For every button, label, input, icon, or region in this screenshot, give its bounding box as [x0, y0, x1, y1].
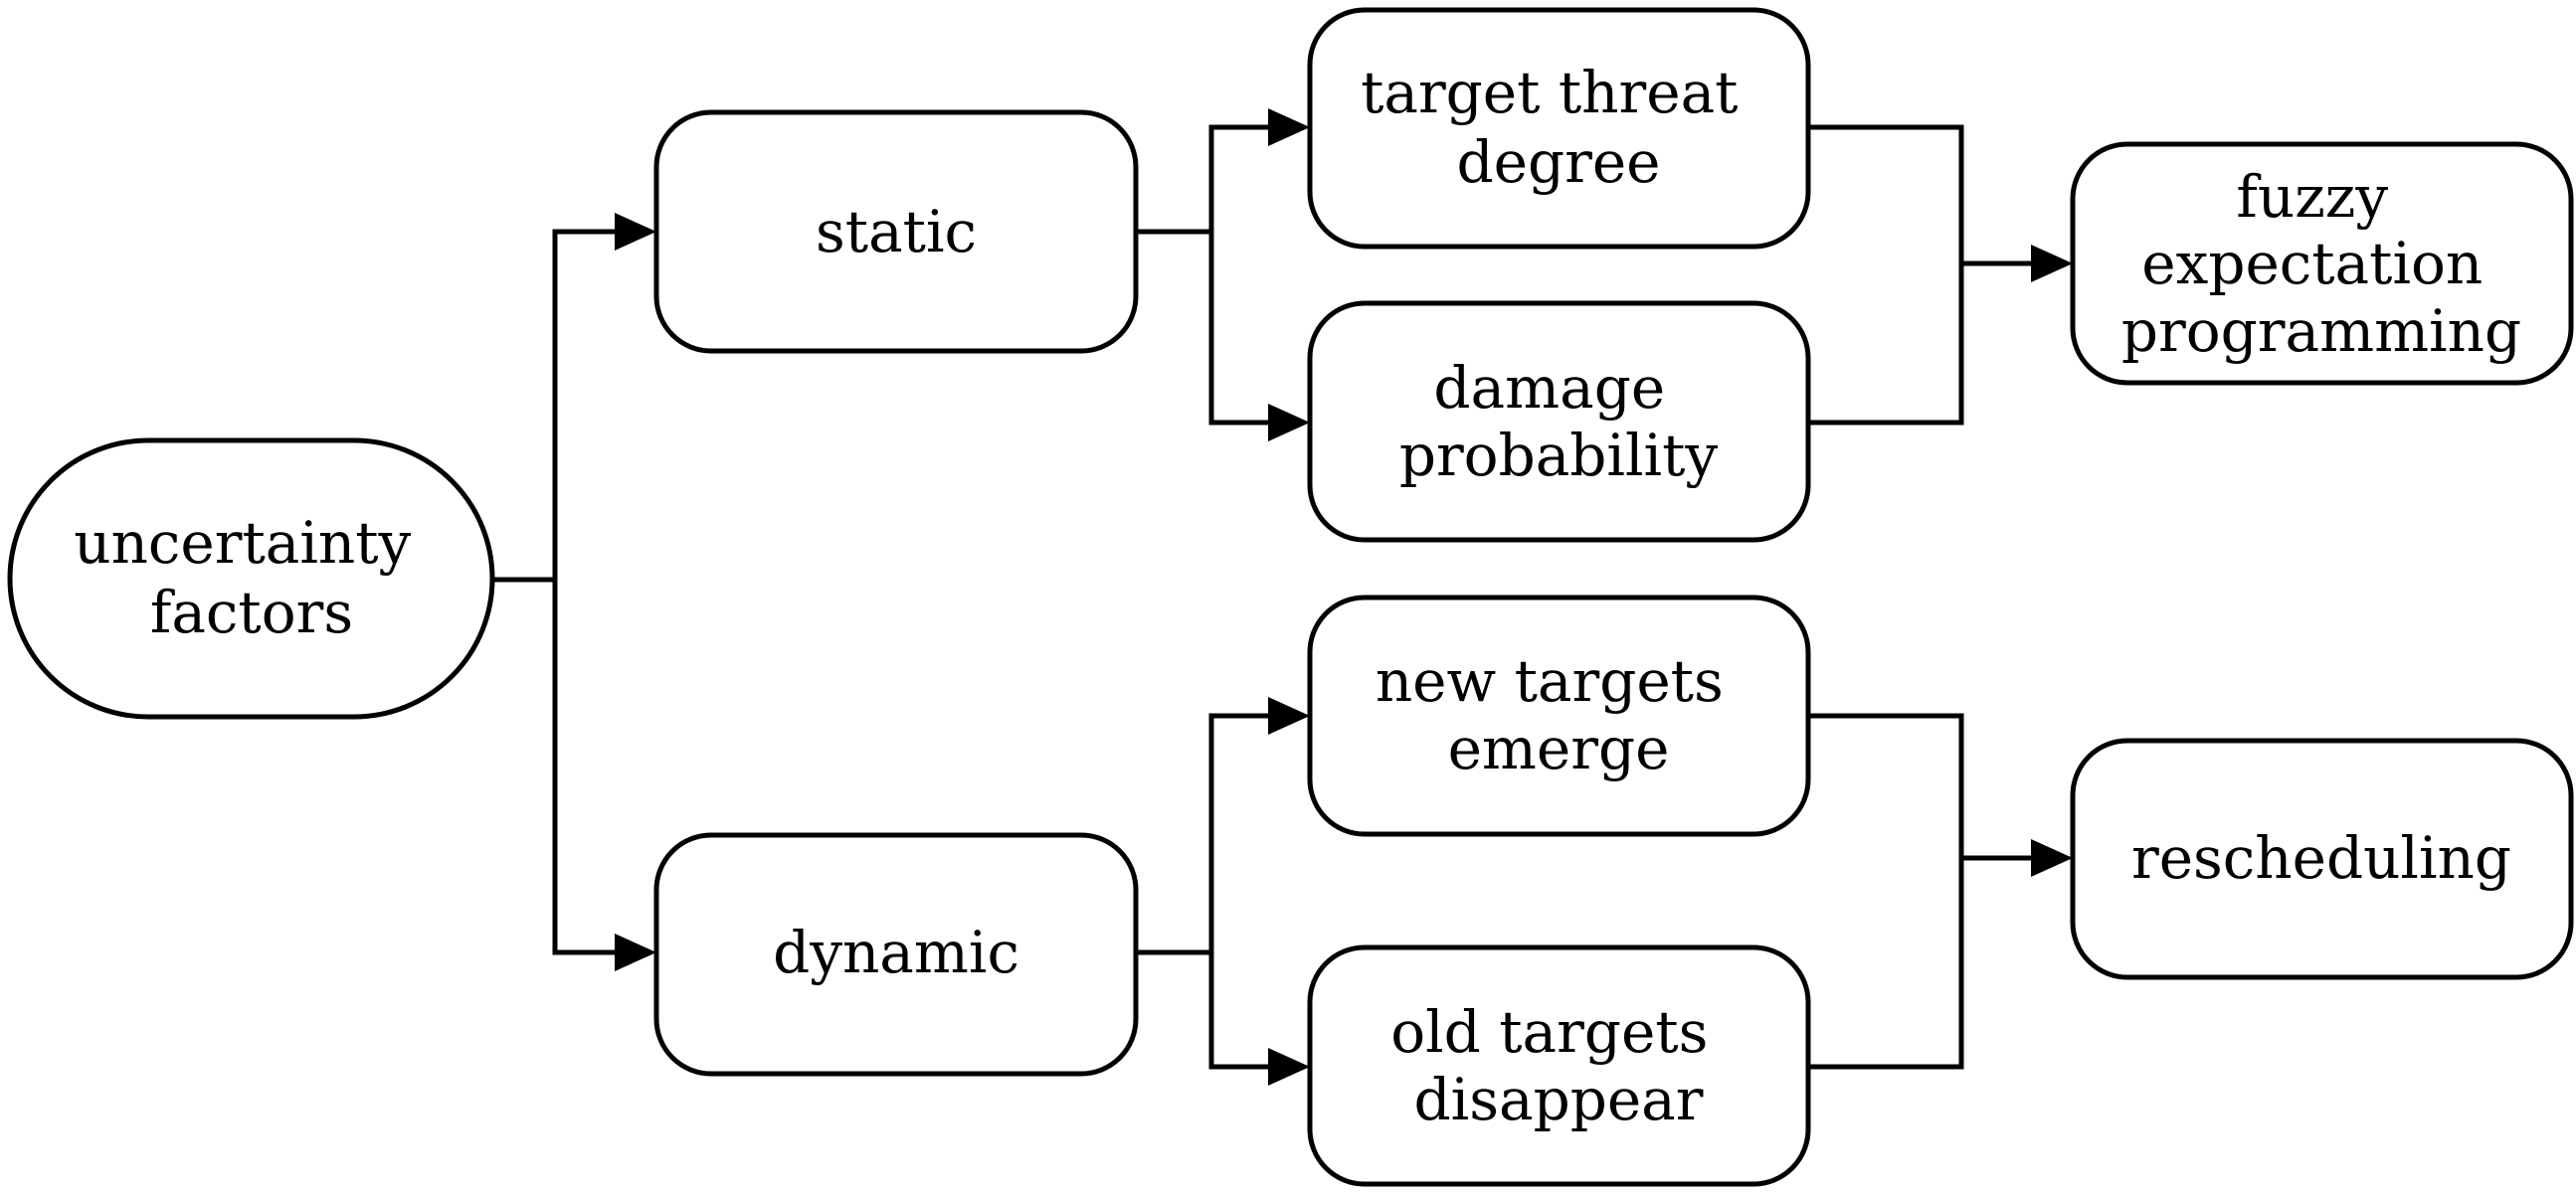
node-label-line: programming [2121, 297, 2521, 365]
arrowhead-to-damage-probability [1268, 404, 1310, 441]
edge-dynamic-to-old-targets [1208, 952, 1268, 1070]
node-label-line: fuzzy [2236, 163, 2388, 231]
node-label-line: old targets [1390, 998, 1708, 1066]
node-label-line: uncertainty [74, 509, 411, 577]
connectors [492, 108, 2073, 1086]
edge-uncertainty-to-dynamic [552, 580, 615, 955]
node-label-line: new targets [1376, 647, 1724, 715]
node-fuzzy-expectation-programming: fuzzy expectation programming [2070, 141, 2574, 386]
svg-text:new targets emerge: new targets emerge [1376, 647, 1742, 782]
arrowhead-to-new-targets [1268, 697, 1310, 735]
node-label-line: expectation [2141, 230, 2483, 297]
svg-text:uncertainty factors: uncertainty factors [74, 509, 430, 646]
node-label-line: factors [150, 579, 353, 646]
svg-text:target threat degree: target threat degree [1361, 59, 1756, 196]
edge-new-targets-to-rescheduling [1808, 713, 1964, 1070]
edge-dynamic-to-new-targets [1136, 713, 1268, 955]
arrowhead-to-rescheduling [2031, 839, 2073, 877]
svg-text:rescheduling: rescheduling [2131, 824, 2511, 892]
node-uncertainty-factors: uncertainty factors [7, 437, 495, 720]
node-rescheduling: rescheduling [2070, 738, 2574, 980]
node-label-line: disappear [1414, 1066, 1704, 1133]
node-dynamic: dynamic [653, 832, 1139, 1077]
edge-static-to-target-threat [1136, 124, 1268, 235]
arrowhead-to-fuzzy [2031, 245, 2073, 282]
svg-text:static: static [816, 198, 977, 265]
node-label-line: damage [1433, 354, 1665, 422]
node-label-line: rescheduling [2131, 824, 2511, 892]
node-label-line: degree [1457, 128, 1661, 196]
node-damage-probability: damage probability [1307, 300, 1811, 543]
node-label-line: emerge [1448, 715, 1670, 782]
svg-text:fuzzy expectation: fuzzy expectation programming [2121, 163, 2521, 365]
edge-target-threat-to-fuzzy [1808, 124, 1964, 426]
svg-text:dynamic: dynamic [773, 919, 1019, 986]
arrowhead-to-old-targets [1268, 1048, 1310, 1086]
arrowhead-to-static [615, 213, 656, 251]
node-label-line: target threat [1361, 59, 1738, 126]
edge-uncertainty-to-static [492, 229, 615, 583]
node-new-targets-emerge: new targets emerge [1307, 595, 1811, 837]
node-label-line: static [816, 198, 977, 265]
arrowhead-to-dynamic [615, 934, 656, 971]
svg-text:old targets disappear: old targets disappear [1390, 998, 1727, 1133]
node-label-line: probability [1399, 422, 1719, 489]
edge-static-to-damage-probability [1208, 232, 1268, 426]
node-old-targets-disappear: old targets disappear [1307, 944, 1811, 1187]
node-target-threat-degree: target threat degree [1307, 7, 1811, 250]
node-label-line: dynamic [773, 919, 1019, 986]
node-static: static [653, 109, 1139, 354]
arrowhead-to-target-threat [1268, 108, 1310, 146]
svg-text:damage probability: damage probability [1399, 354, 1719, 489]
